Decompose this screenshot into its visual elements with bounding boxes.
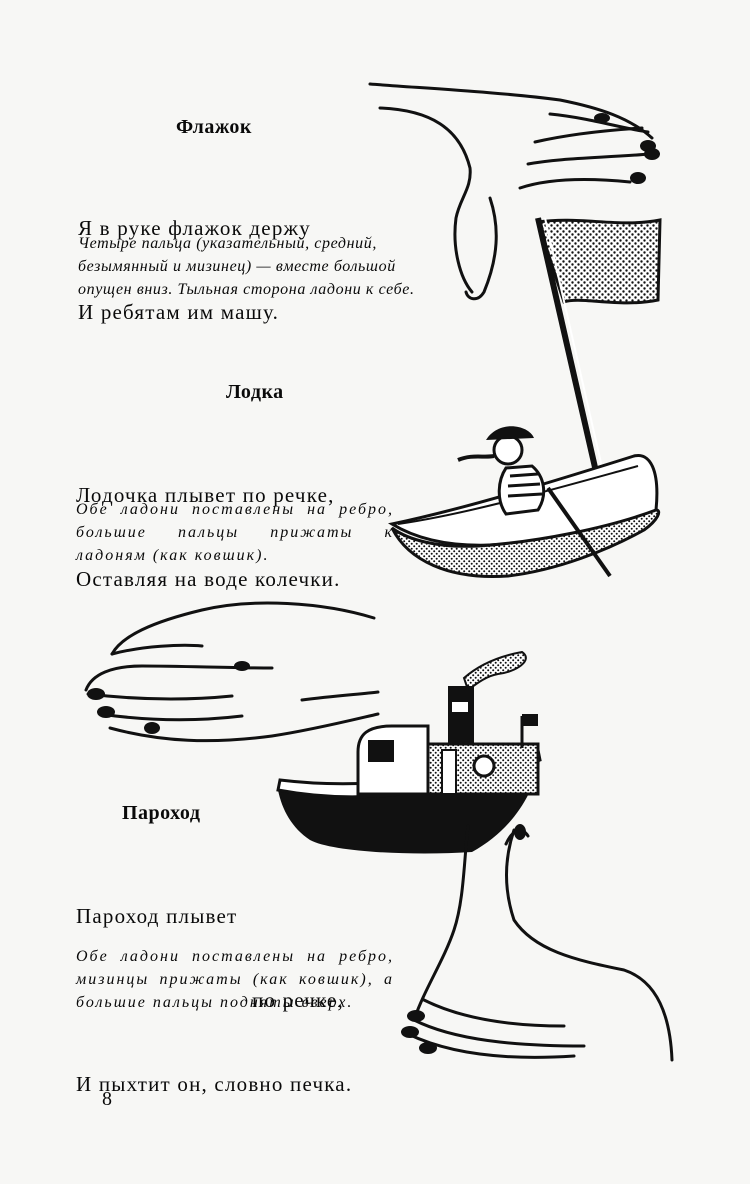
verse-line: Я в руке флажок держу [78,216,311,240]
instruction-flag: Четыре пальца (указательный, средний, бе… [78,235,415,298]
checkered-flag-icon [535,217,662,499]
section-title-flag: Флажок [176,116,252,138]
verse-boat: Лодочка плывет по речке, Оставляя на вод… [76,425,341,649]
verse-line: И ребятам им машу. [78,300,280,324]
rowboat-with-child-icon [387,426,661,579]
cupped-hands-icon [84,601,380,743]
page-number: 8 [102,1088,112,1110]
verse-line: Оставляя на воде колечки. [76,567,341,591]
verse-line: Лодочка плывет по речке, [76,483,335,507]
hand-with-thumb-down-icon [368,82,660,301]
steamboat-icon [276,650,542,854]
verse-steamboat: Пароход плывет по речке, И пыхтит он, сл… [76,846,416,1154]
section-title-steamboat: Пароход [122,802,201,824]
verse-line: И пыхтит он, словно печка. [76,1072,353,1096]
instruction-boat: Обе ладони поставлены на ребро, большие … [76,501,394,564]
instruction-steamboat: Обе ладони поставлены на ребро, мизинцы … [76,948,394,1011]
verse-flag: Я в руке флажок держу И ребятам им машу. [78,158,311,382]
verse-line: Пароход плывет [76,904,238,928]
raised-thumb-hands-icon [401,824,674,1062]
verse-line: по речке, [252,988,344,1012]
section-title-boat: Лодка [226,381,284,403]
